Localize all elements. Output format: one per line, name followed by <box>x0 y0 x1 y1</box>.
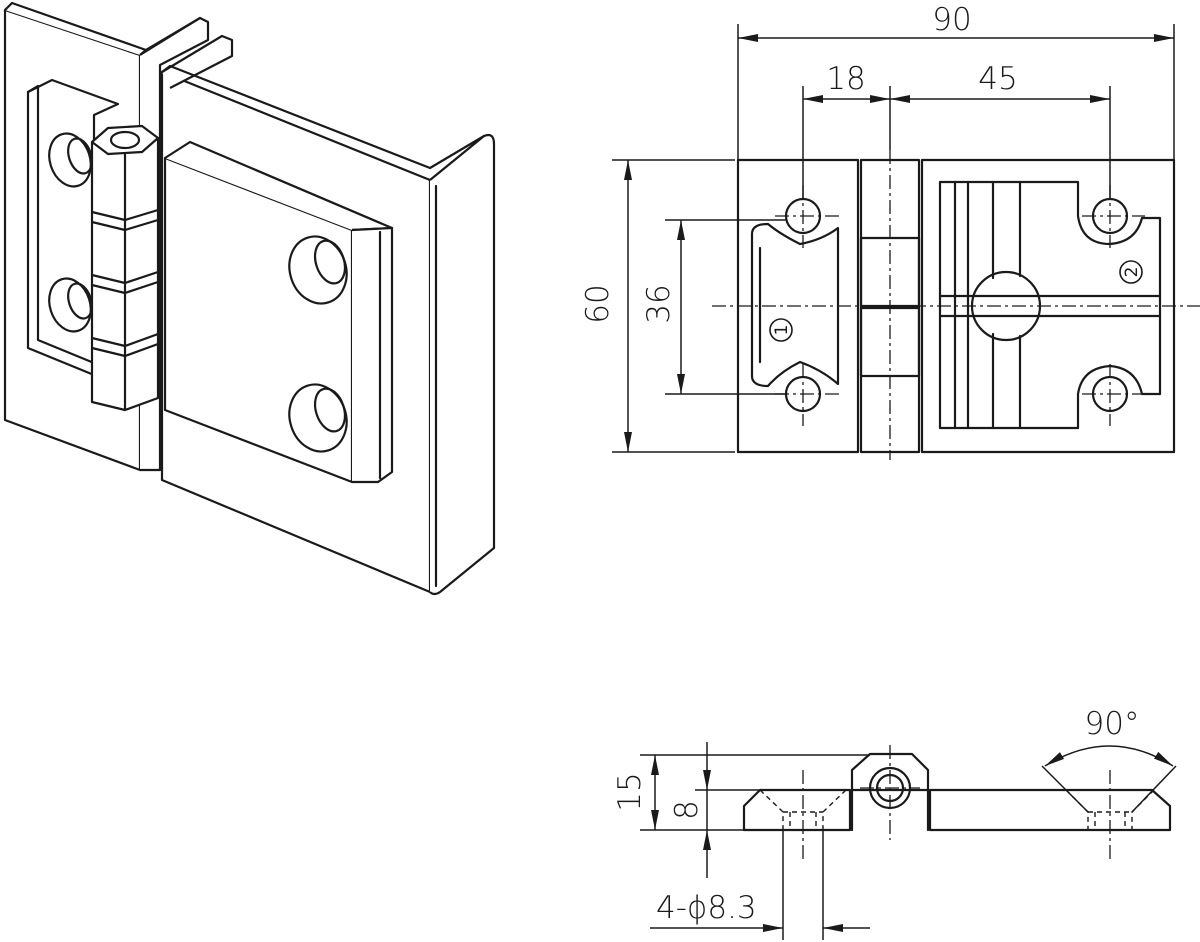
iso-knuckle <box>90 124 160 412</box>
part-marker-one: 1 <box>772 325 792 336</box>
iso-left-leaf <box>26 78 120 377</box>
dim-overall-height: 60 <box>580 284 616 323</box>
dim-hole-callout: 4-ϕ8.3 <box>656 890 757 926</box>
dim-right-hole-offset: 45 <box>978 61 1017 97</box>
dim-side-total-height: 15 <box>612 772 648 811</box>
isometric-view <box>3 1 496 596</box>
top-view <box>612 24 1200 460</box>
dim-overall-width: 90 <box>932 2 971 38</box>
part-marker-two: 2 <box>1122 267 1142 278</box>
dim-countersink-angle: 90° <box>1085 706 1140 742</box>
dim-left-hole-offset: 18 <box>826 61 865 97</box>
dim-hole-spacing: 36 <box>641 284 677 323</box>
iso-right-leaf <box>163 140 394 484</box>
dim-side-plate-thickness: 8 <box>669 800 705 820</box>
side-view <box>640 742 1177 940</box>
